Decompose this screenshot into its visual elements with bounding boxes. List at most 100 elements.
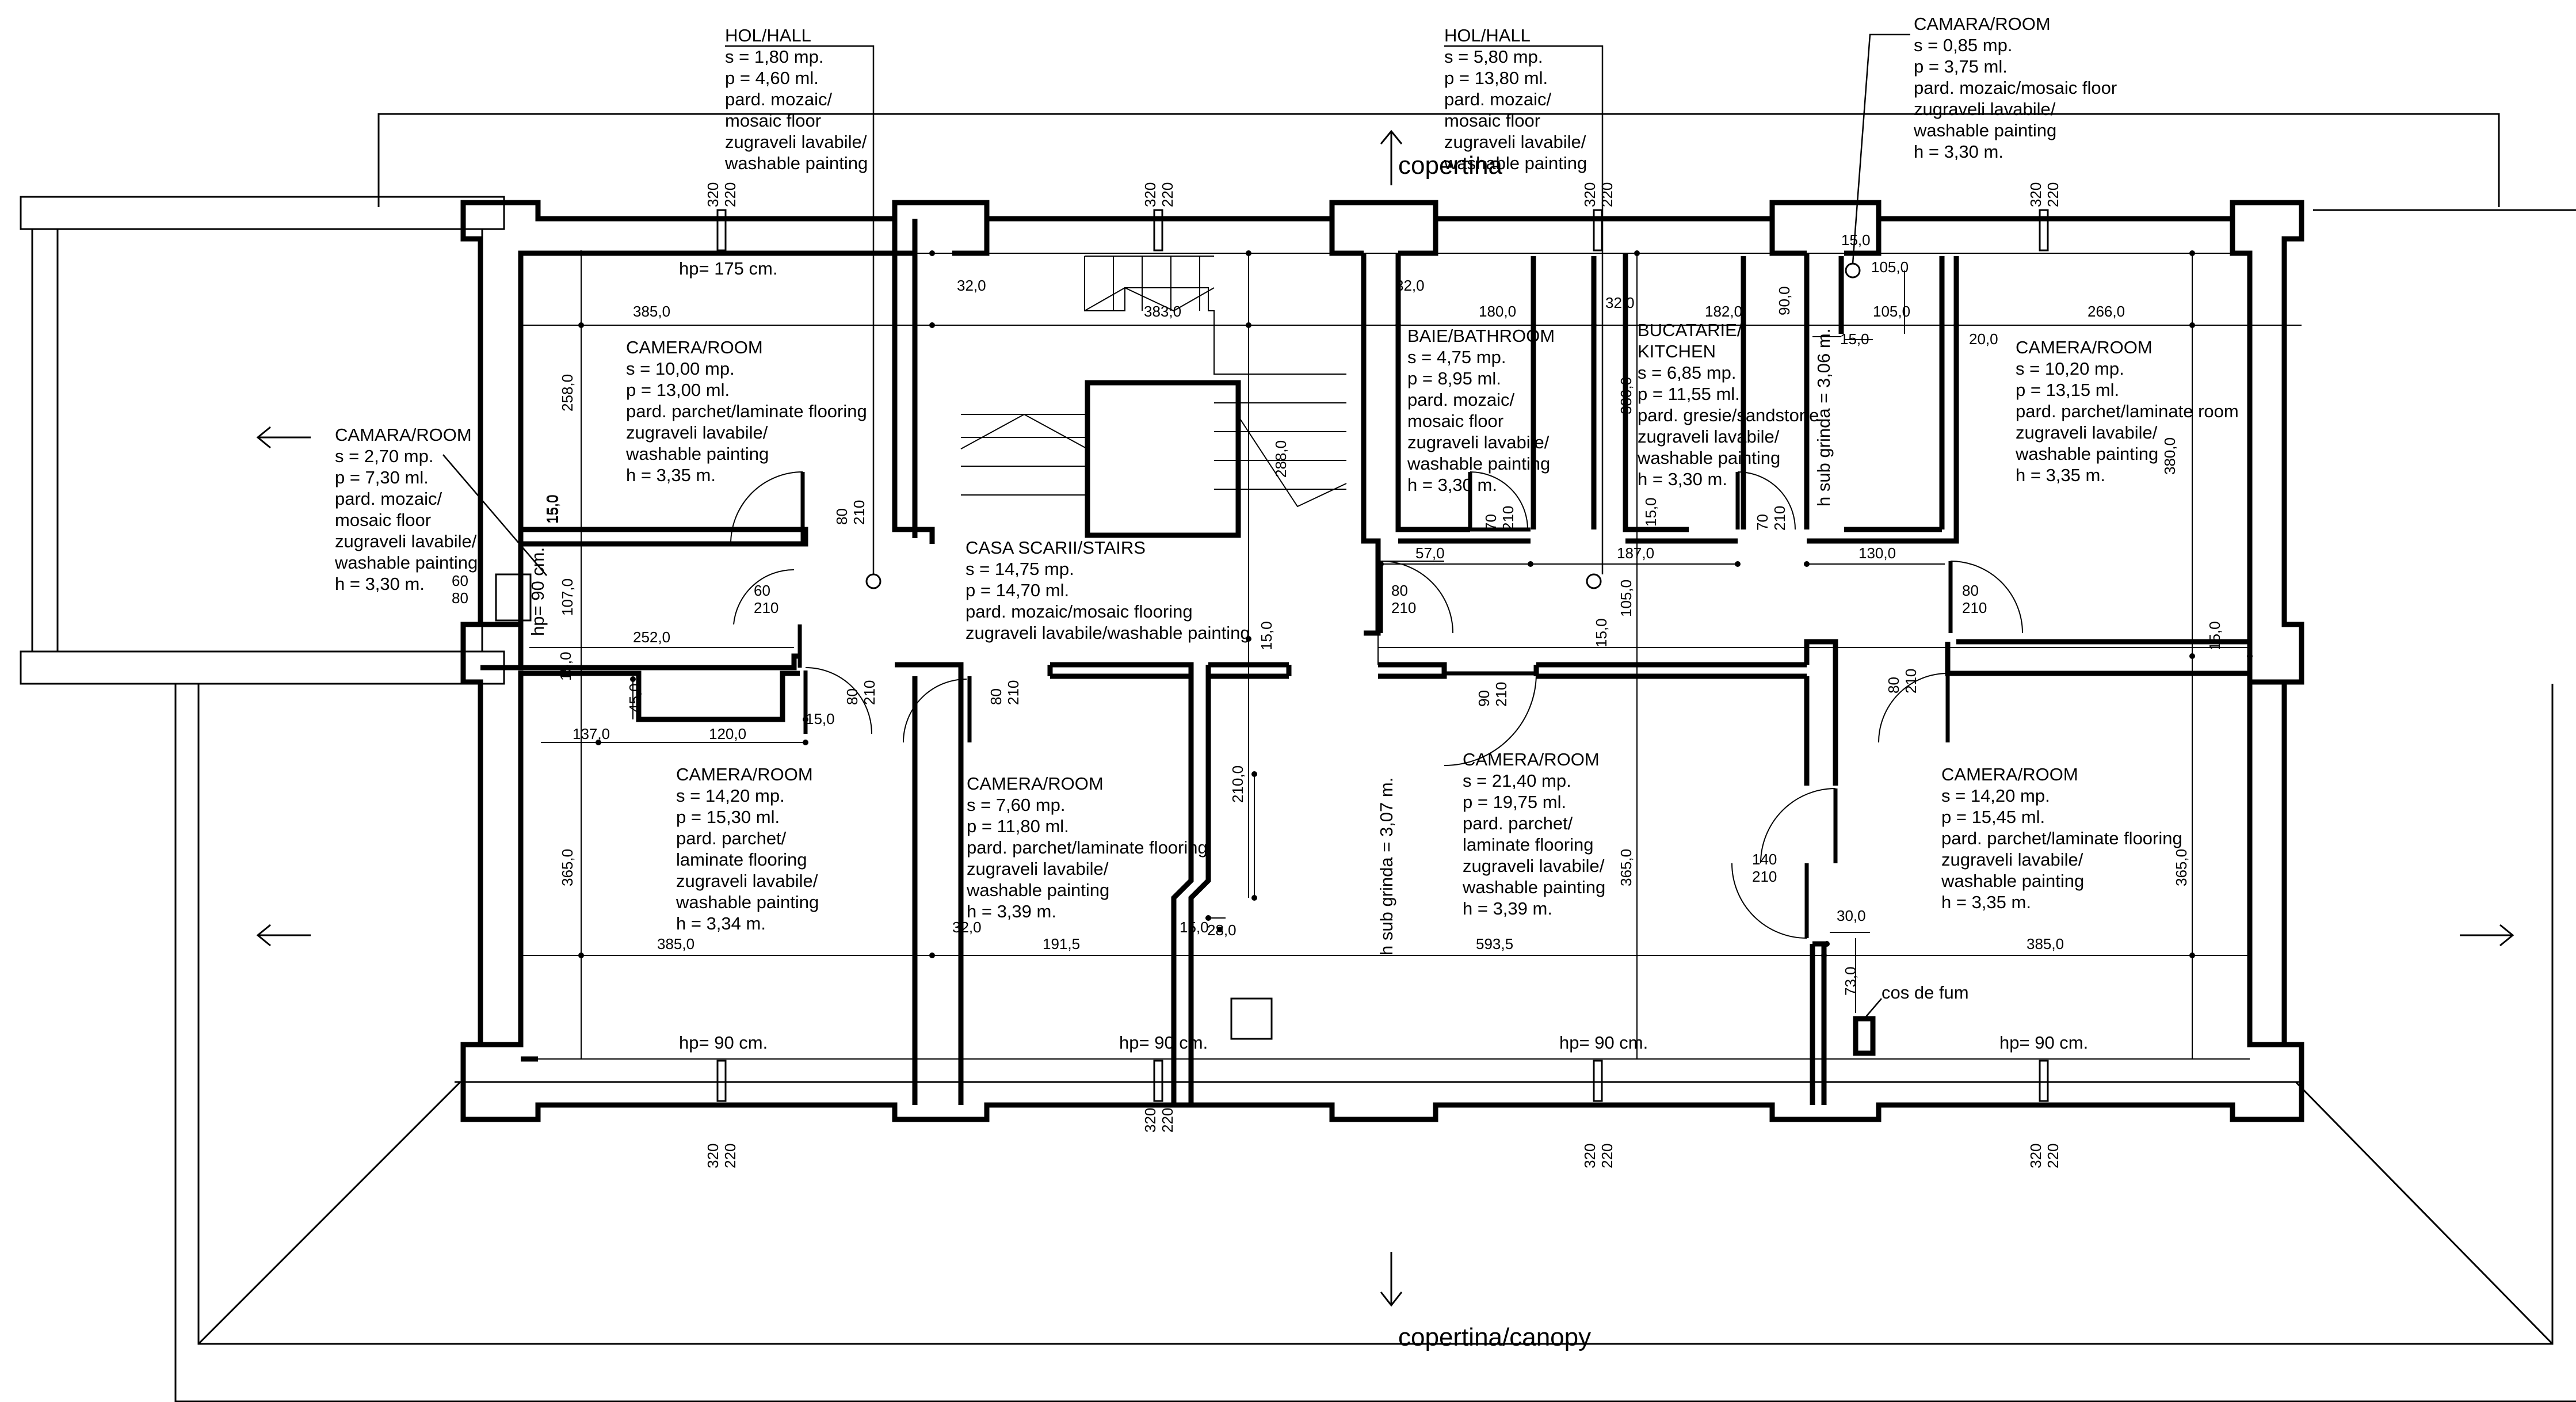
label-line: p = 13,80 ml. <box>1444 68 1548 88</box>
label-line: laminate flooring <box>676 849 807 870</box>
dim-label: 266,0 <box>2087 303 2125 320</box>
dim-label: 32,0 <box>952 919 982 936</box>
label-line: HOL/HALL <box>725 25 811 45</box>
dim-label: 15,0 <box>543 494 560 524</box>
dim-label: 130,0 <box>1858 544 1896 562</box>
canopy-top-label: copertina <box>1398 151 1503 180</box>
label-line: s = 10,00 mp. <box>626 359 735 379</box>
dim-label: 105,0 <box>1871 258 1909 276</box>
label-line: s = 5,80 mp. <box>1444 47 1543 67</box>
canopy-arrows <box>256 129 2514 1307</box>
window-w: 320 <box>1142 1108 1159 1133</box>
window-h: 220 <box>722 1144 739 1168</box>
window-h: 220 <box>2044 1144 2062 1168</box>
label-line: p = 4,60 ml. <box>725 68 819 88</box>
doors <box>730 471 2023 939</box>
hp-side-note: hp= 90 cm. <box>528 547 548 636</box>
door-width: 90 <box>1475 690 1493 707</box>
label-line: p = 13,15 ml. <box>2016 380 2119 400</box>
label-line: s = 14,75 mp. <box>965 559 1074 579</box>
label-line: CAMERA/ROOM <box>676 764 813 784</box>
dim-label: 15,0 <box>544 494 562 524</box>
door-labels: 80 210 60 210 80 210 80 210 70 210 70 21… <box>754 500 1987 885</box>
door-height: 210 <box>861 680 878 705</box>
label-line: s = 10,20 mp. <box>2016 359 2124 379</box>
dim-label: 383,0 <box>1144 303 1181 320</box>
label-line: zugraveli lavabile/ <box>2016 422 2158 443</box>
dim-label: 385,0 <box>2027 935 2064 953</box>
dim-label: 105,0 <box>1617 580 1635 617</box>
dim-label: 365,0 <box>1617 849 1635 886</box>
window-w: 320 <box>704 1144 722 1168</box>
label-line: zugraveli lavabile/ <box>1914 99 2056 119</box>
dim-label: 258,0 <box>559 374 576 412</box>
label-line: mosaic floor <box>725 111 821 131</box>
window-h: 220 <box>722 182 739 207</box>
label-line: washable painting <box>1407 454 1550 474</box>
label-line: s = 14,20 mp. <box>1941 786 2050 806</box>
label-line: washable painting <box>334 553 478 573</box>
label-line: washable painting <box>2015 444 2158 464</box>
label-line: zugraveli lavabile/ <box>1941 849 2083 870</box>
dim-label: 365,0 <box>2173 849 2190 886</box>
label-line: s = 1,80 mp. <box>725 47 823 67</box>
label-line: pard. mozaic/ <box>1444 89 1551 109</box>
window-h: 220 <box>1598 182 1616 207</box>
dim-label: 191,5 <box>1043 935 1080 953</box>
label-line: zugraveli lavabile/ <box>1463 856 1605 876</box>
label-line: h = 3,39 m. <box>967 901 1056 921</box>
door-width: 70 <box>1754 514 1771 531</box>
label-line: s = 2,70 mp. <box>335 446 433 466</box>
dim-label: 182,0 <box>1705 303 1742 320</box>
label-line: s = 4,75 mp. <box>1407 347 1506 367</box>
dim-label: 15,0 <box>557 652 574 681</box>
label-line: p = 15,30 ml. <box>676 807 780 827</box>
dim-label: 32,0 <box>1395 277 1425 294</box>
label-line: pard. mozaic/ <box>335 489 442 509</box>
dimension-dots <box>578 250 2253 958</box>
label-line: washable painting <box>1637 448 1780 468</box>
label-line: p = 19,75 ml. <box>1463 792 1566 812</box>
dim-label: 15,0 <box>1840 330 1869 348</box>
window-h: 220 <box>2044 182 2062 207</box>
window-w: 60 <box>452 572 468 589</box>
label-line: washable painting <box>676 892 819 912</box>
label-line: h = 3,35 m. <box>626 465 716 485</box>
canopy-labels: copertina copertina/canopy <box>1398 151 1591 1351</box>
window-h: 220 <box>1159 182 1176 207</box>
dim-label: 15,0 <box>1593 618 1610 647</box>
door-width: 80 <box>1885 677 1902 694</box>
label-line: s = 14,20 mp. <box>676 786 785 806</box>
label-line: pard. parchet/ <box>1463 813 1573 833</box>
dim-label: 15,0 <box>1642 497 1659 527</box>
label-line: pard. mozaic/mosaic floor <box>1914 78 2117 98</box>
door-width: 70 <box>1482 514 1499 531</box>
door-height: 210 <box>1499 506 1517 531</box>
label-line: h = 3,30 m. <box>335 574 425 594</box>
dim-label: 15,0 <box>2206 621 2223 650</box>
dim-label: 187,0 <box>1617 544 1654 562</box>
label-line: pard. mozaic/mosaic flooring <box>965 601 1193 622</box>
hp-bottom-note-2: hp= 90 cm. <box>1119 1033 1208 1053</box>
window-h: 220 <box>1598 1144 1616 1168</box>
label-line: CAMERA/ROOM <box>1941 764 2078 784</box>
dim-label: 15,0 <box>1841 231 1871 249</box>
window-w: 320 <box>2027 1144 2044 1168</box>
label-line: mosaic floor <box>1444 111 1540 131</box>
label-line: h = 3,39 m. <box>1463 898 1552 919</box>
dim-label: 210,0 <box>1229 765 1246 803</box>
label-line: washable painting <box>1941 871 2084 891</box>
door-width: 80 <box>1391 582 1408 599</box>
label-line: pard. parchet/laminate room <box>2016 401 2239 421</box>
door-width: 80 <box>833 508 850 525</box>
label-line: washable painting <box>1462 877 1605 897</box>
label-line: p = 8,95 ml. <box>1407 368 1501 388</box>
